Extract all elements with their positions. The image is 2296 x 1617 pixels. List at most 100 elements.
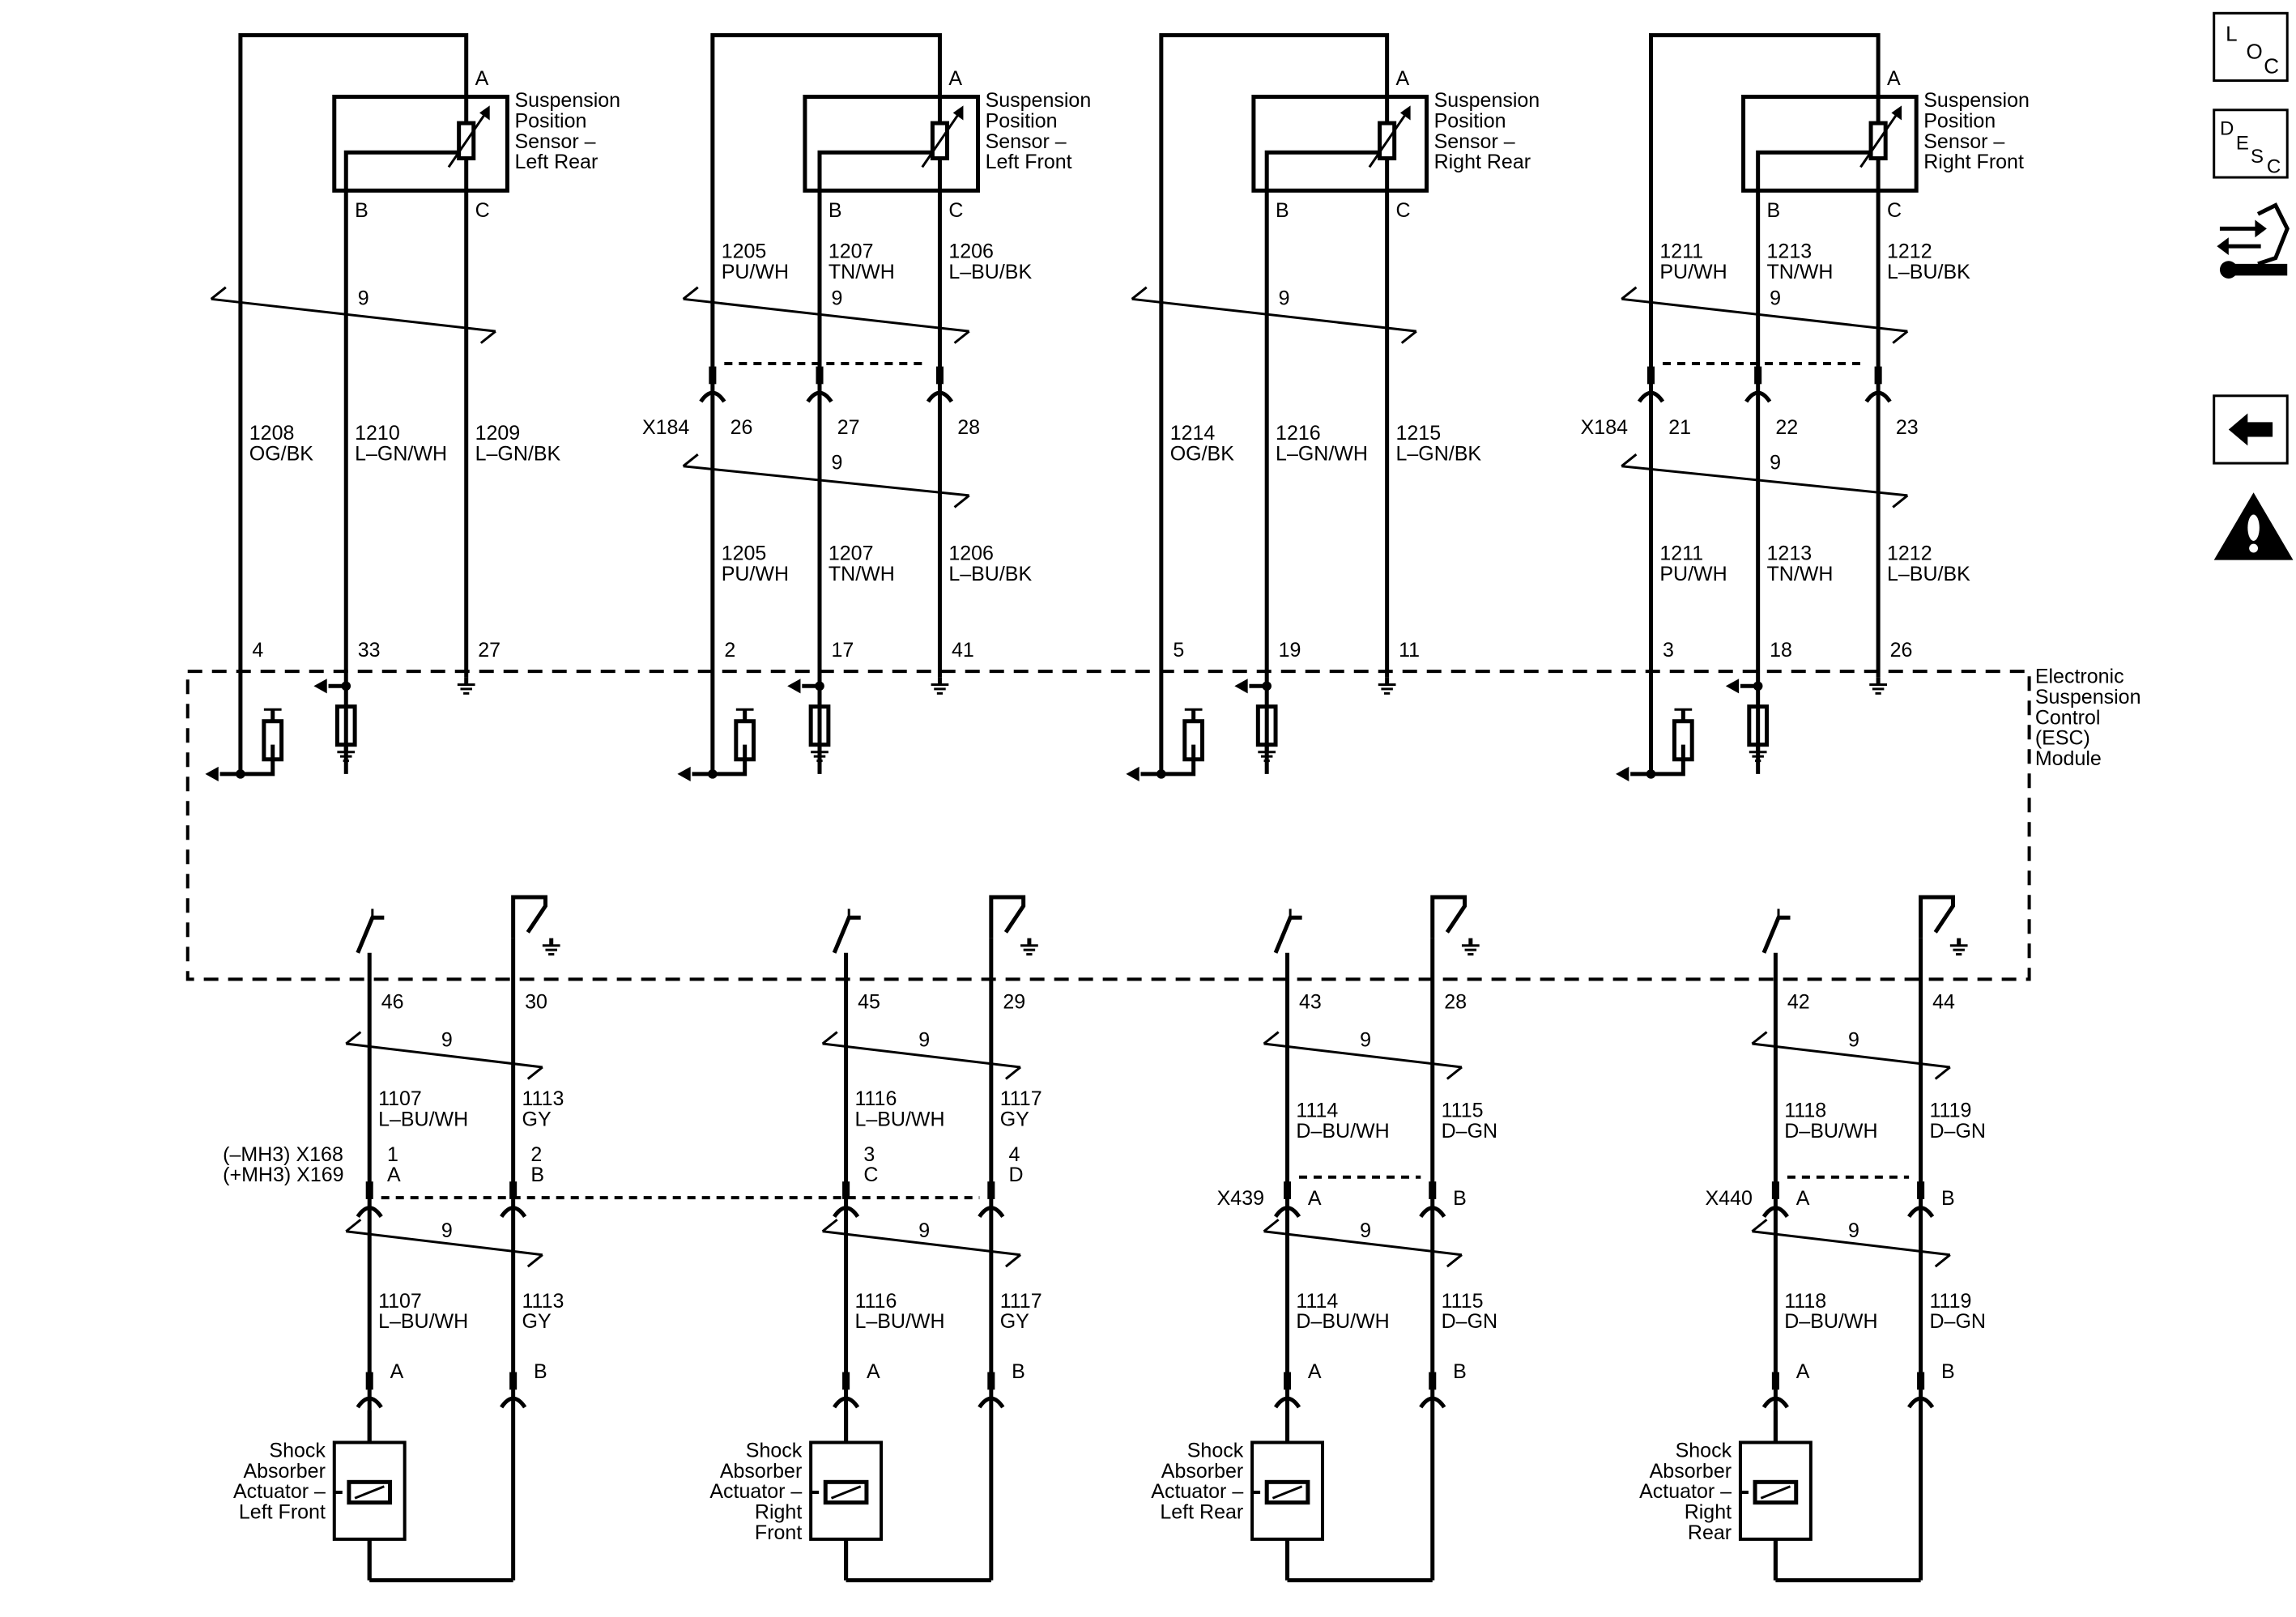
actuator-name-line: Shock: [1676, 1440, 1732, 1462]
sensor-name-line: Sensor –: [1434, 130, 1515, 153]
desc-icon-frame: [2213, 109, 2289, 179]
twisted-pair-marker: [1263, 1042, 1463, 1069]
actuator-connector-terminal-pin: [1284, 1372, 1292, 1390]
twisted-pair-marker-tick2: [1934, 1253, 1951, 1268]
loc-icon[interactable]: LOC: [2213, 11, 2289, 83]
sensor-name-line: Suspension: [1923, 89, 2030, 112]
twisted-pair-marker: [683, 297, 969, 333]
sensor-name-line: Position: [514, 110, 586, 133]
sensor-feed-wire: [1159, 32, 1390, 774]
tool-wrench: [2228, 263, 2288, 276]
actuator-connector-terminal-pin: [1771, 1372, 1779, 1390]
esc-feed-internal: [1161, 744, 1196, 777]
wire-color-code: TN/WH: [829, 563, 895, 585]
wire-color-code: PU/WH: [1659, 261, 1727, 283]
wire-circuit-number: 1209: [475, 422, 521, 445]
wire-circuit-number: 1216: [1276, 422, 1321, 445]
wire-circuit-number: 1115: [1442, 1100, 1484, 1122]
sensor-name-line: Sensor –: [514, 130, 595, 153]
twisted-pair-label: 9: [1848, 1219, 1859, 1242]
wire-color-code: TN/WH: [829, 261, 895, 283]
esc-module-label-line: Control: [2035, 706, 2101, 729]
actuator-name-line: Front: [755, 1521, 802, 1544]
wire-circuit-number: 1107: [378, 1087, 422, 1110]
sensor-name-line: Left Rear: [514, 151, 598, 173]
actuator-connector-terminal-cup: [1273, 1396, 1301, 1409]
inline-connector-pin: 22: [1775, 416, 1798, 439]
twisted-pair-marker-tick2: [1400, 330, 1417, 344]
variable-resistor-arrowhead: [1891, 105, 1902, 121]
esc-pulldown-resistor: [808, 704, 831, 747]
sensor-name-line: Suspension: [986, 89, 1092, 112]
sensor-name-line: Right Rear: [1434, 151, 1531, 173]
esc-pulldown-resistor: [334, 704, 357, 747]
inline-connector-pin: A: [387, 1164, 401, 1186]
twisted-pair-label: 9: [831, 451, 842, 474]
inline-connector-terminal-pin: [365, 1181, 373, 1199]
twisted-pair-marker-tick1: [210, 286, 227, 300]
actuator-solenoid-slash: [830, 1485, 862, 1500]
twisted-pair-marker: [822, 1230, 1021, 1257]
esc-module-label-line: (ESC): [2035, 727, 2090, 750]
twisted-pair-marker: [1752, 1042, 1951, 1069]
back-arrow-icon[interactable]: [2213, 394, 2289, 465]
inline-connector-pin: 1: [387, 1143, 398, 1166]
inline-connector-pin: B: [530, 1164, 544, 1186]
twisted-pair-label: 9: [1848, 1029, 1859, 1052]
sensor-name-line: Left Front: [986, 151, 1072, 173]
inline-connector-terminal-pin: [1874, 366, 1882, 385]
actuator-name-line: Shock: [746, 1440, 803, 1462]
wire-circuit-number: 1118: [1784, 1100, 1826, 1122]
wire-circuit-number: 1207: [829, 240, 874, 263]
wire-circuit-number: 1210: [355, 422, 400, 445]
twisted-pair-marker-tick1: [682, 286, 699, 300]
esc-feed-internal: [240, 744, 275, 777]
inline-connector-terminal-cup: [1273, 1206, 1301, 1219]
esc-feed-arrowhead: [205, 766, 219, 781]
connector-tool-icon[interactable]: [2217, 202, 2290, 279]
inline-connector-terminal-cup: [833, 1206, 860, 1219]
twisted-pair-label: 9: [1360, 1219, 1371, 1242]
esc-feed-internal: [1651, 744, 1685, 777]
esc-low-side-driver-switch: [1919, 895, 1955, 938]
wire-color-code: OG/BK: [1170, 442, 1235, 465]
esc-pin-number: 41: [952, 639, 974, 662]
twisted-pair-marker-tick1: [821, 1031, 838, 1045]
esc-low-side-driver-switch: [989, 895, 1026, 938]
inline-connector-pin: 26: [731, 416, 753, 439]
wire-color-code: D–BU/WH: [1296, 1310, 1389, 1333]
sensor-name-line: Right Front: [1923, 151, 2024, 173]
twisted-pair-marker-tick2: [1934, 1066, 1951, 1080]
inline-connector-terminal-pin: [935, 366, 944, 385]
inline-connector-name: X184: [642, 416, 689, 439]
actuator-pin-a-label: A: [1796, 1360, 1810, 1383]
esc-pin-number: 28: [1444, 991, 1467, 1014]
wire-circuit-number: 1119: [1929, 1290, 1971, 1313]
wire-color-code: L–GN/WH: [1276, 442, 1368, 465]
actuator-name-line: Actuator –: [1151, 1480, 1243, 1503]
wire-color-code: GY: [522, 1310, 552, 1333]
inline-connector-pin: 27: [837, 416, 860, 439]
sensor-pin-a-label: A: [1887, 67, 1901, 90]
actuator-connector-terminal-pin: [509, 1372, 518, 1390]
shock-absorber-actuator-body: [1250, 1440, 1324, 1541]
esc-pin-number: 43: [1299, 991, 1322, 1014]
desc-icon-letter: C: [2267, 156, 2281, 178]
twisted-pair-marker-tick2: [953, 330, 970, 344]
sensor-name-line: Position: [986, 110, 1058, 133]
actuator-name-line: Actuator –: [709, 1480, 802, 1503]
inline-connector-pin: C: [863, 1164, 878, 1186]
actuator-connector-terminal-pin: [1429, 1372, 1437, 1390]
warning-icon[interactable]: [2213, 492, 2294, 560]
shared-connector-label-x169: (+MH3) X169: [223, 1164, 343, 1186]
esc-pin-number: 27: [478, 639, 501, 662]
twisted-pair-label: 9: [1279, 287, 1290, 310]
actuator-name-line: Absorber: [720, 1460, 802, 1483]
sensor-pin-a-label: A: [1396, 67, 1410, 90]
wire-circuit-number: 1116: [854, 1290, 897, 1313]
loc-icon-letter: C: [2264, 54, 2279, 79]
wire-circuit-number: 1211: [1659, 240, 1703, 263]
